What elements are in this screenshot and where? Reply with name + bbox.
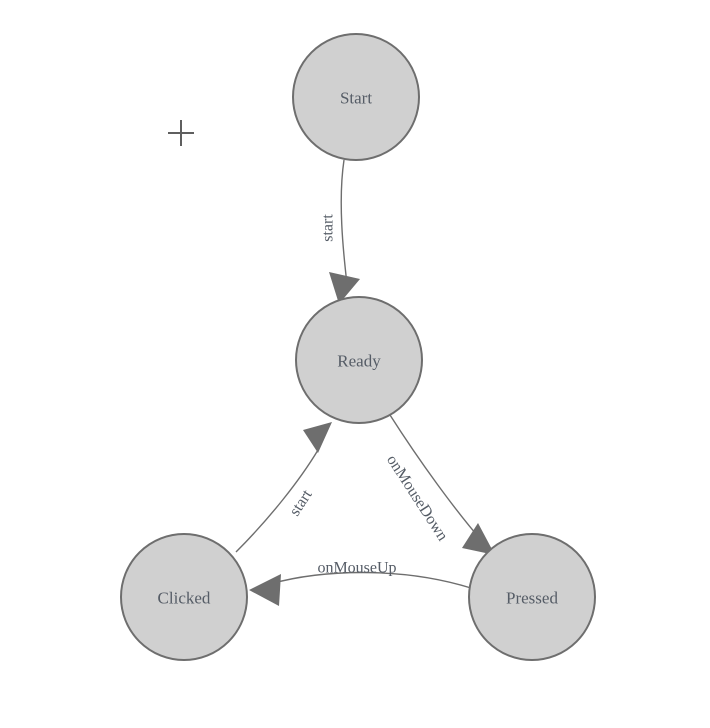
edge-label-pressed-to-clicked: onMouseUp <box>317 560 396 577</box>
state-node-pressed-circle[interactable] <box>468 533 596 661</box>
state-node-start-circle[interactable] <box>292 33 420 161</box>
state-node-ready[interactable]: Ready <box>295 296 423 424</box>
edge-start-to-ready[interactable]: start <box>320 159 361 304</box>
edge-clicked-to-ready-path <box>235 449 319 553</box>
state-node-ready-circle[interactable] <box>295 296 423 424</box>
edge-start-to-ready-arrowhead <box>329 272 360 304</box>
state-node-pressed[interactable]: Pressed <box>468 533 596 661</box>
edge-ready-to-pressed-path <box>389 414 483 542</box>
edge-pressed-to-clicked-arrowhead <box>249 574 281 606</box>
edge-label-start-to-ready: start <box>320 214 337 242</box>
edge-start-to-ready-path <box>340 159 348 285</box>
edge-ready-to-pressed-arrowhead <box>462 523 495 555</box>
state-node-clicked-circle[interactable] <box>120 533 248 661</box>
edge-clicked-to-ready-arrowhead <box>303 422 332 453</box>
crosshair-icon <box>168 120 194 146</box>
edge-label-clicked-to-ready: start <box>286 486 316 519</box>
edge-clicked-to-ready[interactable]: start <box>235 422 332 553</box>
state-node-start[interactable]: Start <box>292 33 420 161</box>
state-node-clicked[interactable]: Clicked <box>120 533 248 661</box>
edge-ready-to-pressed[interactable]: onMouseDown <box>383 414 495 555</box>
edge-pressed-to-clicked[interactable]: onMouseUp <box>249 560 472 607</box>
edge-label-ready-to-pressed: onMouseDown <box>383 452 451 544</box>
edge-pressed-to-clicked-path <box>269 571 472 589</box>
